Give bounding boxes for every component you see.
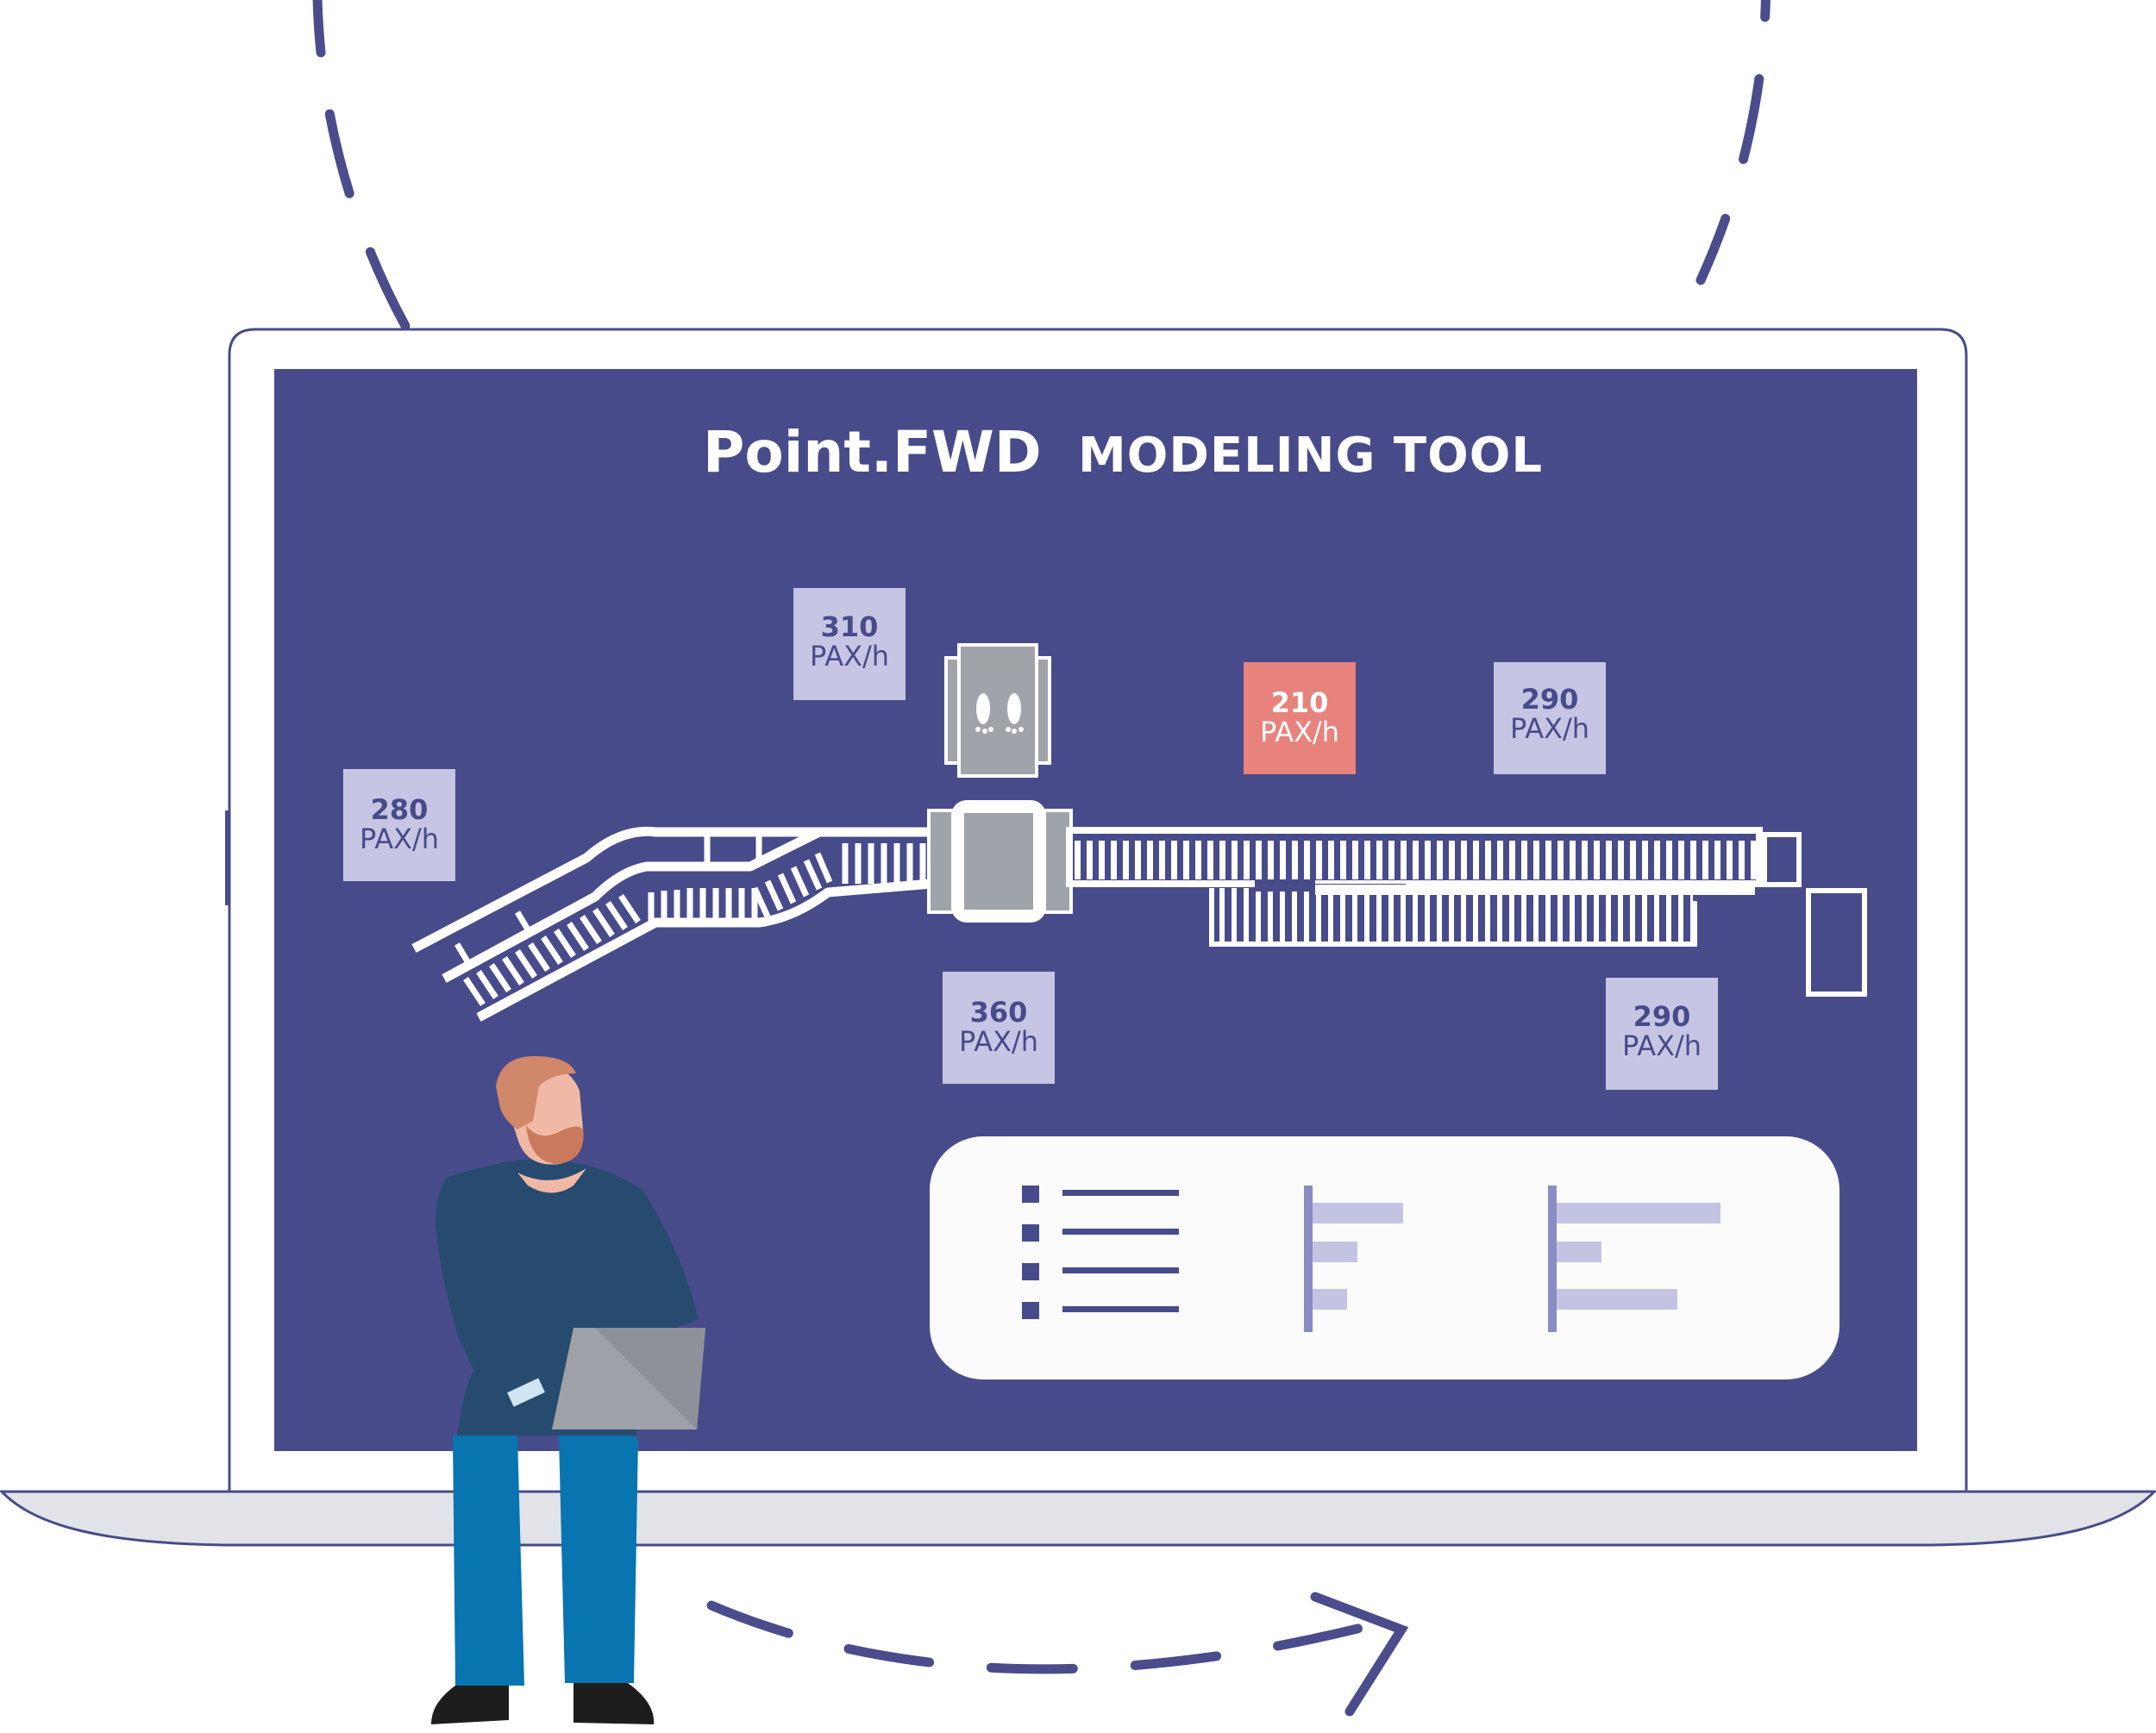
- dashboard-panel: [930, 1136, 1839, 1380]
- kpi-unit: PAX/h: [1260, 716, 1339, 748]
- kpi-box-290-top[interactable]: 290 PAX/h: [1494, 662, 1606, 774]
- kpi-value: 210: [1271, 686, 1329, 719]
- kpi-unit: PAX/h: [1622, 1029, 1702, 1062]
- kpi-value: 280: [371, 793, 429, 826]
- cycle-arrow-icon: [312, 0, 1771, 1717]
- brand-logo: Point.FWD: [703, 419, 1042, 485]
- kpi-unit: PAX/h: [810, 640, 889, 673]
- footprints-icon: [944, 643, 1051, 778]
- kpi-box-210[interactable]: 210 PAX/h: [1244, 662, 1356, 774]
- bar-chart-icon: [1304, 1186, 1403, 1332]
- kpi-value: 290: [1521, 683, 1579, 716]
- kpi-box-310[interactable]: 310 PAX/h: [793, 588, 906, 700]
- security-scanner-icon: [927, 800, 1073, 923]
- page-title: MODELING TOOL: [1078, 428, 1543, 484]
- kpi-value: 290: [1633, 1000, 1691, 1033]
- kpi-unit: PAX/h: [360, 823, 439, 855]
- bar-chart-icon: [1548, 1186, 1720, 1332]
- list-icon: [1022, 1186, 1179, 1319]
- person-with-laptop: [431, 1056, 705, 1724]
- kpi-box-360[interactable]: 360 PAX/h: [943, 972, 1055, 1084]
- laptop-base: [0, 1490, 2156, 1547]
- kpi-box-280[interactable]: 280 PAX/h: [343, 769, 455, 881]
- kpi-value: 310: [821, 610, 879, 643]
- queue-diagram: [411, 643, 1867, 1022]
- kpi-unit: PAX/h: [959, 1025, 1038, 1058]
- kpi-unit: PAX/h: [1510, 712, 1589, 745]
- kpi-value: 360: [970, 996, 1028, 1029]
- kpi-box-290-bottom[interactable]: 290 PAX/h: [1606, 978, 1718, 1090]
- laptop-side-button: [225, 810, 230, 905]
